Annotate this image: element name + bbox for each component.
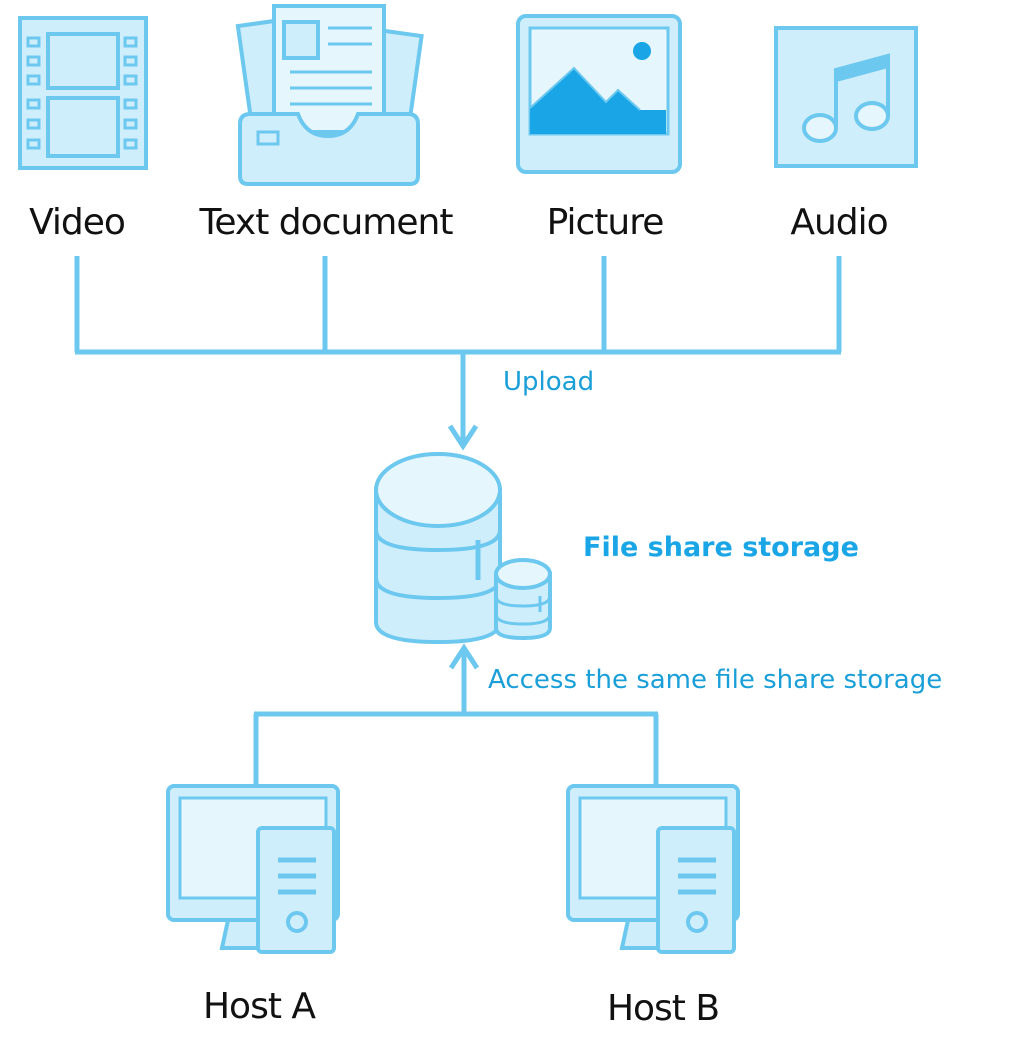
source-label-video: Video <box>29 202 125 243</box>
picture-icon <box>516 14 682 174</box>
computer-icon <box>166 784 340 954</box>
film-icon <box>18 16 148 170</box>
document-tray-icon <box>235 4 424 186</box>
access-label: Access the same file share storage <box>488 665 942 695</box>
upload-label: Upload <box>503 367 594 397</box>
access-connector <box>253 643 659 786</box>
upload-connector <box>74 256 842 451</box>
database-icon <box>374 452 552 645</box>
source-label-audio: Audio <box>790 202 887 243</box>
source-label-text-document: Text document <box>199 202 454 243</box>
storage-label: File share storage <box>583 532 859 563</box>
music-note-icon <box>774 26 918 168</box>
source-label-picture: Picture <box>547 202 664 243</box>
host-a-label: Host A <box>203 986 316 1027</box>
computer-icon <box>566 784 740 954</box>
host-b-label: Host B <box>607 988 719 1029</box>
